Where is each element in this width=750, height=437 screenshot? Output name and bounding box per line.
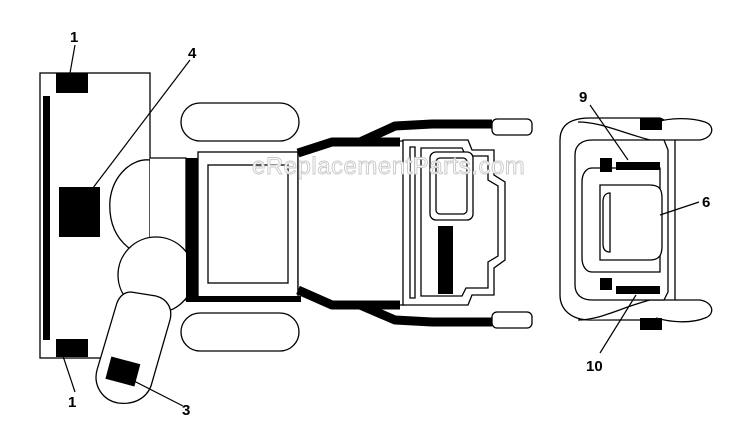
frame	[296, 119, 492, 327]
decal-3	[105, 356, 141, 387]
decal-4	[59, 187, 100, 237]
callout-1-bottom: 1	[68, 394, 76, 411]
rear-hubs	[491, 118, 533, 329]
hood	[186, 151, 301, 302]
seat-decal	[438, 226, 453, 294]
callout-6: 6	[702, 194, 710, 211]
decal-10-left	[600, 278, 612, 290]
decal-9-left	[600, 158, 612, 172]
decal-1-bottom	[56, 339, 88, 357]
callout-10: 10	[586, 358, 603, 375]
decal-1-top	[56, 73, 88, 93]
decal-9	[616, 162, 660, 170]
seat-area	[402, 139, 506, 306]
callout-3: 3	[182, 402, 190, 419]
decal-bottom-right	[640, 318, 662, 330]
discharge-assembly	[95, 157, 195, 405]
front-tires	[180, 102, 300, 352]
rear-attachment	[559, 117, 713, 330]
decal-top-right	[640, 118, 662, 130]
leader-lines	[62, 44, 700, 407]
callout-1-top: 1	[70, 29, 78, 46]
deck-edge-stripe	[43, 96, 50, 340]
watermark: eReplacementParts.com	[252, 153, 525, 180]
decal-10	[616, 286, 660, 294]
callout-9: 9	[579, 89, 587, 106]
callout-4: 4	[188, 45, 197, 62]
